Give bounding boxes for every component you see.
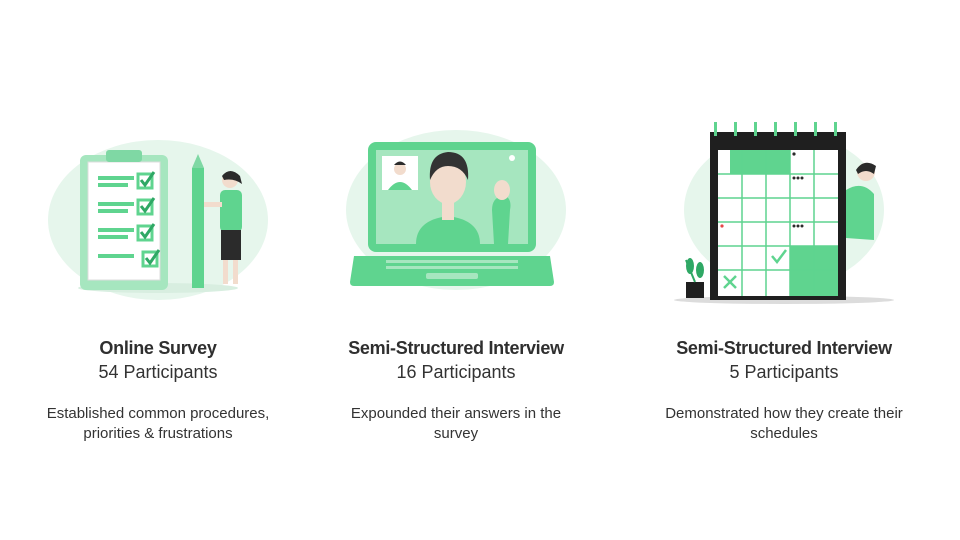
calendar-schedule-illustration bbox=[634, 110, 934, 310]
method-card-online-survey: Online Survey 54 Participants Establishe… bbox=[8, 0, 308, 540]
method-description: Expounded their answers in the survey bbox=[350, 405, 562, 442]
participant-count: 54 Participants bbox=[98, 362, 218, 382]
laptop-video-call-illustration bbox=[306, 110, 606, 310]
method-description: Demonstrated how they create their sched… bbox=[665, 405, 903, 442]
method-title: Semi-Structured Interview bbox=[348, 338, 564, 358]
participant-count: 5 Participants bbox=[729, 362, 839, 382]
method-title: Online Survey bbox=[99, 338, 217, 358]
participant-count: 16 Participants bbox=[396, 362, 516, 382]
method-card-interview-16: Semi-Structured Interview 16 Participant… bbox=[306, 0, 606, 540]
method-description: Established common procedures, prioritie… bbox=[46, 405, 270, 442]
method-title: Semi-Structured Interview bbox=[676, 338, 892, 358]
clipboard-survey-illustration bbox=[8, 110, 308, 310]
method-card-interview-5: Semi-Structured Interview 5 Participants… bbox=[634, 0, 934, 540]
